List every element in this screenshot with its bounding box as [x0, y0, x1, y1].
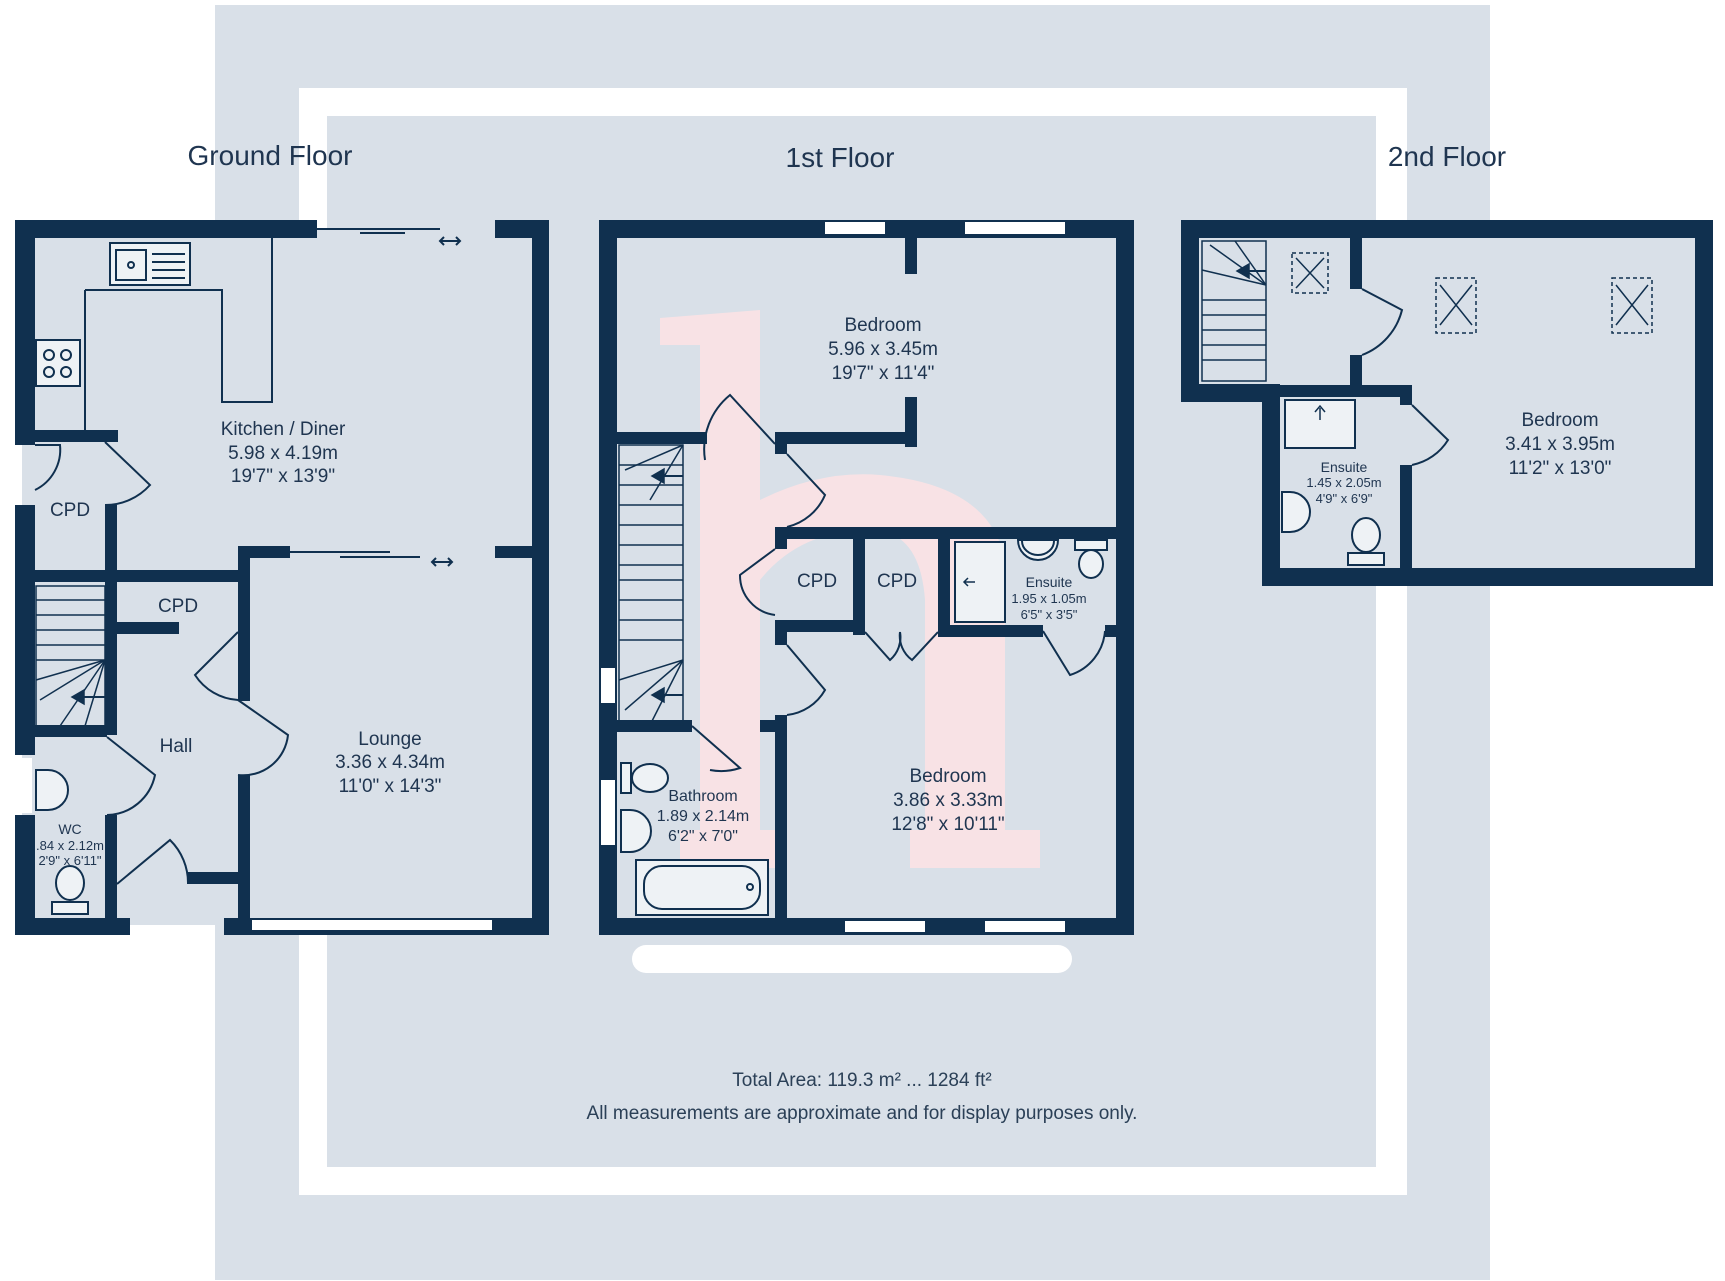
bathroom-metric: 1.89 x 2.14m [657, 808, 750, 825]
bathroom-imperial: 6'2" x 7'0" [668, 828, 738, 845]
second-bedroom-imperial: 11'2" x 13'0" [1509, 458, 1612, 479]
second-ensuite-fixtures [1281, 399, 1385, 566]
wc-metric: .84 x 2.12m [36, 838, 104, 853]
wc-window [18, 758, 32, 813]
kitchen-units [35, 238, 273, 430]
first-floor-windows [601, 222, 1065, 932]
wc-name: WC [58, 821, 81, 837]
second-floor-stairs [1201, 240, 1267, 382]
ground-floor-doors [34, 441, 290, 885]
bathroom-name: Bathroom [668, 788, 737, 805]
second-bedroom-name: Bedroom [1521, 410, 1598, 431]
first-floor-stairs [618, 444, 684, 726]
bathroom-fixtures [620, 762, 769, 916]
second-floor-walls [1181, 220, 1713, 586]
balcony [632, 945, 1072, 973]
ground-floor-stairs [35, 585, 106, 727]
first-ensuite-metric: 1.95 x 1.05m [1011, 591, 1086, 606]
cpd-a-label: CPD [797, 571, 837, 592]
total-area: Total Area: 119.3 m² ... 1284 ft² [732, 1070, 991, 1091]
ground-floor-walls [15, 220, 549, 935]
bedroom-bottom-name: Bedroom [909, 766, 986, 787]
first-floor-walls [599, 220, 1134, 935]
first-floor-title: 1st Floor [786, 142, 895, 173]
second-bedroom-metric: 3.41 x 3.95m [1505, 434, 1615, 455]
first-floor-doors [691, 393, 1106, 773]
second-ensuite-metric: 1.45 x 2.05m [1306, 475, 1381, 490]
first-ensuite-fixtures [954, 539, 1108, 623]
wc-fixtures [35, 769, 89, 915]
cpd-left-label: CPD [50, 500, 90, 521]
bedroom-top-imperial: 19'7" x 11'4" [832, 363, 935, 384]
kitchen-name: Kitchen / Diner [221, 419, 346, 440]
cpd-b-label: CPD [877, 571, 917, 592]
lounge-metric: 3.36 x 4.34m [335, 752, 445, 773]
lounge-imperial: 11'0" x 14'3" [339, 776, 442, 797]
second-ensuite-imperial: 4'9" x 6'9" [1316, 491, 1373, 506]
sliding-door-kitchen [290, 228, 462, 567]
kitchen-metric: 5.98 x 4.19m [228, 443, 338, 464]
disclaimer: All measurements are approximate and for… [587, 1103, 1138, 1124]
lounge-name: Lounge [358, 729, 421, 750]
watermark-h-logo [660, 310, 1040, 868]
wc-imperial: 2'9" x 6'11" [38, 853, 101, 868]
ground-floor-title: Ground Floor [188, 140, 353, 171]
room-fills [22, 229, 1704, 925]
lounge-window [252, 920, 492, 930]
skylight-icons [1291, 252, 1653, 334]
kitchen-imperial: 19'7" x 13'9" [231, 466, 335, 487]
second-floor-doors [1361, 288, 1450, 466]
first-ensuite-name: Ensuite [1026, 574, 1073, 590]
bedroom-bottom-imperial: 12'8" x 10'11" [891, 814, 1004, 835]
first-ensuite-imperial: 6'5" x 3'5" [1021, 607, 1078, 622]
bedroom-bottom-metric: 3.86 x 3.33m [893, 790, 1003, 811]
bedroom-top-name: Bedroom [844, 315, 921, 336]
second-ensuite-name: Ensuite [1321, 459, 1368, 475]
hall-name: Hall [160, 736, 193, 757]
floor-titles: Ground Floor 1st Floor 2nd Floor [188, 140, 1507, 173]
cpd-hall-label: CPD [158, 596, 198, 617]
bedroom-top-metric: 5.96 x 3.45m [828, 339, 938, 360]
second-floor-title: 2nd Floor [1388, 141, 1506, 172]
